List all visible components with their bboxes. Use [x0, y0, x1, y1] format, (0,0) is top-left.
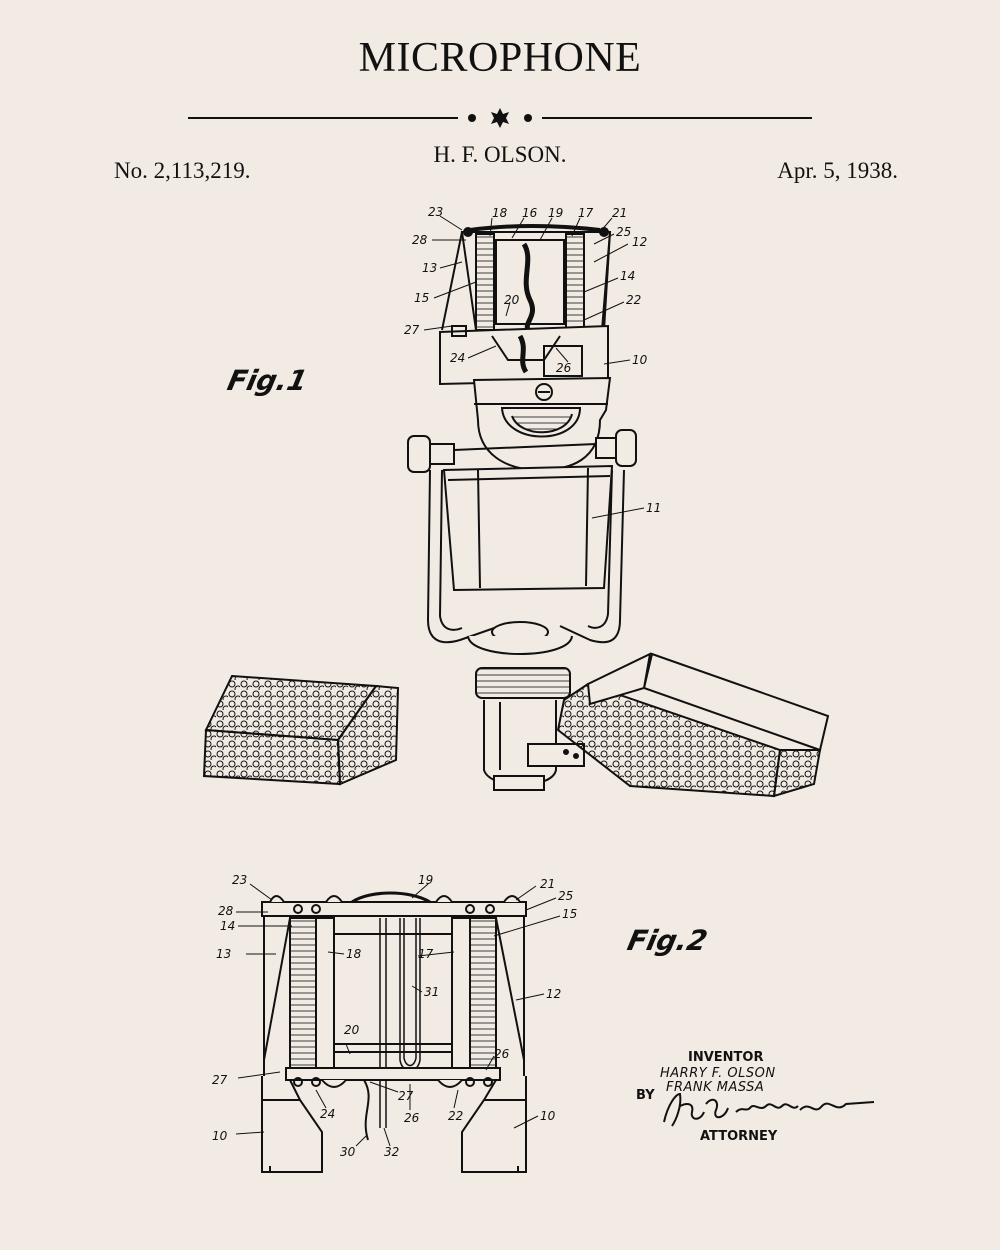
figure-1-drawing	[202, 224, 830, 798]
ref-numeral: 17	[418, 947, 434, 961]
ref-numeral: 13	[422, 261, 437, 275]
attorney-label: ATTORNEY	[700, 1129, 778, 1144]
ref-numeral: 10	[632, 353, 648, 367]
ref-numeral: 28	[218, 904, 234, 918]
ref-numeral: 14	[220, 919, 235, 933]
ref-numeral: 18	[492, 206, 508, 220]
inventor-name-2: FRANK MASSA	[666, 1080, 765, 1095]
patent-number: No. 2,113,219.	[114, 158, 251, 183]
ref-numeral: 25	[558, 889, 573, 903]
ref-numeral: 17	[578, 206, 594, 220]
figure-2-leaders	[235, 883, 561, 1147]
figure-2-drawing	[261, 891, 527, 1173]
ref-numeral: 11	[646, 501, 661, 515]
by-label: BY	[636, 1088, 655, 1103]
ref-numeral: 23	[232, 873, 247, 887]
patent-date: Apr. 5, 1938.	[777, 158, 898, 183]
inventor-name: H. F. OLSON.	[433, 142, 567, 167]
ref-numeral: 22	[448, 1109, 463, 1123]
attorney-signature	[663, 1092, 875, 1127]
ref-numeral: 15	[414, 291, 429, 305]
ref-numeral: 25	[616, 225, 631, 239]
ref-numeral: 20	[504, 293, 520, 307]
ref-numeral: 23	[428, 205, 443, 219]
ref-numeral: 26	[404, 1111, 420, 1125]
figure-1-ref-numerals: 23 18 16 19 17 21 25 12 28 13 15 14 20 2…	[404, 205, 661, 515]
stand-connector	[467, 621, 585, 791]
inventor-label: INVENTOR	[688, 1050, 764, 1065]
ref-numeral: 12	[632, 235, 647, 249]
ornamental-divider	[188, 108, 812, 128]
ref-numeral: 26	[556, 361, 572, 375]
right-perforated-cover	[556, 652, 830, 798]
star-ornament-icon	[491, 108, 509, 128]
figure-2-ref-numerals: 23 19 21 25 28 15 14 13 18 17 12 31 20 2…	[212, 873, 577, 1159]
ref-numeral: 31	[424, 985, 439, 999]
ref-numeral: 13	[216, 947, 231, 961]
ref-numeral: 22	[626, 293, 641, 307]
ref-numeral: 19	[418, 873, 433, 887]
ref-numeral: 18	[346, 947, 362, 961]
magnet-block	[439, 324, 609, 386]
ref-numeral: 24	[450, 351, 465, 365]
stand-fork	[426, 469, 625, 644]
ref-numeral: 26	[494, 1047, 510, 1061]
inventor-name-1: HARRY F. OLSON	[660, 1066, 776, 1081]
ref-numeral: 14	[620, 269, 635, 283]
ref-numeral: 19	[548, 206, 563, 220]
lower-housing	[442, 464, 614, 592]
ref-numeral: 16	[522, 206, 538, 220]
ref-numeral: 20	[344, 1023, 360, 1037]
ref-numeral: 10	[540, 1109, 556, 1123]
yoke	[472, 376, 612, 472]
ref-numeral: 27	[212, 1073, 228, 1087]
ref-numeral: 24	[320, 1107, 335, 1121]
ref-numeral: 28	[412, 233, 428, 247]
ref-numeral: 27	[398, 1089, 414, 1103]
side-knobs	[407, 429, 637, 473]
ref-numeral: 21	[612, 206, 627, 220]
ref-numeral: 10	[212, 1129, 228, 1143]
patent-title: MICROPHONE	[358, 35, 642, 81]
ref-numeral: 15	[562, 907, 577, 921]
ribbon-head	[441, 224, 612, 332]
ref-numeral: 21	[540, 877, 555, 891]
left-perforated-cover	[202, 674, 400, 786]
ref-numeral: 32	[384, 1145, 399, 1159]
figure-1-leaders	[423, 215, 645, 519]
ref-numeral: 30	[340, 1145, 356, 1159]
ref-numeral: 27	[404, 323, 420, 337]
ref-numeral: 12	[546, 987, 561, 1001]
